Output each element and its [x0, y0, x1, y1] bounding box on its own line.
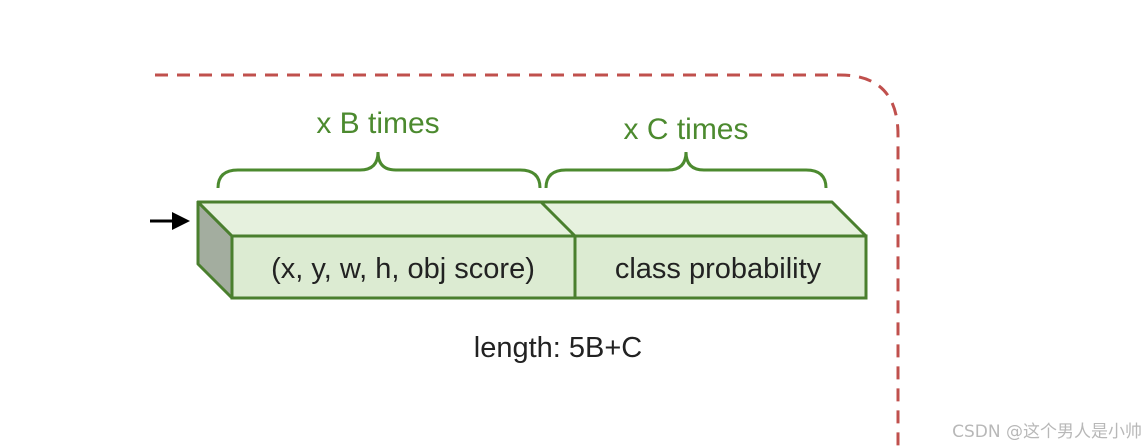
- vector-box-front-face: [230, 234, 868, 300]
- box-fields-label: (x, y, w, h, obj score): [271, 253, 535, 285]
- dashed-region-border: [155, 73, 900, 448]
- watermark: CSDN @这个男人是小帅: [952, 422, 1142, 442]
- box-class-label: class probability: [615, 253, 822, 285]
- vector-box-top-face: [196, 200, 868, 238]
- c-times-brace: [544, 151, 828, 189]
- section-divider-top: [539, 200, 577, 238]
- c-times-label: x C times: [623, 113, 748, 146]
- b-times-label: x B times: [316, 107, 439, 140]
- b-times-brace: [216, 151, 542, 189]
- input-arrow-icon: [150, 212, 190, 230]
- length-caption: length: 5B+C: [474, 332, 642, 364]
